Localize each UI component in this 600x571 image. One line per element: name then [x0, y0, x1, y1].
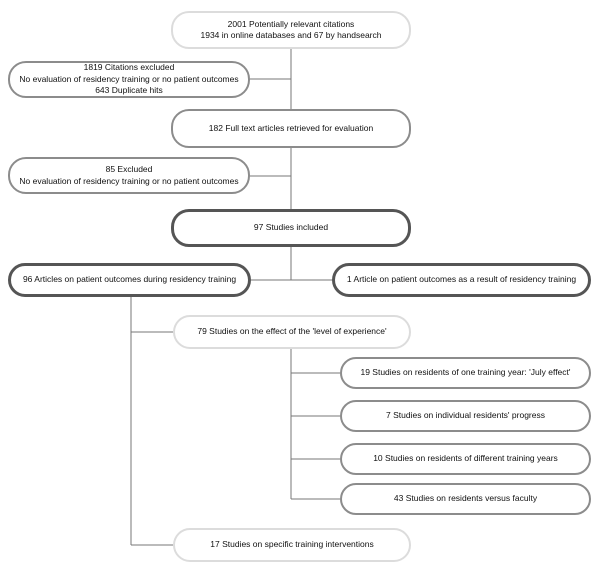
node-july-effect: 19 Studies on residents of one training …	[340, 357, 591, 389]
node-line: 43 Studies on residents versus faculty	[393, 493, 538, 504]
node-potentially-relevant: 2001 Potentially relevant citations 1934…	[171, 11, 411, 49]
node-line: 17 Studies on specific training interven…	[210, 539, 374, 550]
node-line: 96 Articles on patient outcomes during r…	[22, 274, 237, 285]
node-line: No evaluation of residency training or n…	[19, 73, 239, 84]
node-line: 1819 Citations excluded	[83, 62, 175, 73]
node-line: 1 Article on patient outcomes as a resul…	[346, 274, 577, 285]
node-line: No evaluation of residency training or n…	[19, 175, 239, 186]
node-line: 79 Studies on the effect of the 'level o…	[197, 326, 387, 337]
node-level-of-experience: 79 Studies on the effect of the 'level o…	[173, 315, 411, 349]
node-line: 2001 Potentially relevant citations	[227, 18, 355, 29]
node-line: 182 Full text articles retrieved for eva…	[208, 122, 374, 133]
node-citations-excluded: 1819 Citations excluded No evaluation of…	[8, 61, 250, 98]
node-full-text-retrieved: 182 Full text articles retrieved for eva…	[171, 109, 411, 148]
node-line: 19 Studies on residents of one training …	[360, 367, 571, 378]
node-line: 7 Studies on individual residents' progr…	[386, 410, 545, 421]
node-line: 1934 in online databases and 67 by hands…	[200, 30, 382, 40]
node-individual-progress: 7 Studies on individual residents' progr…	[340, 400, 591, 432]
node-line: 10 Studies on residents of different tra…	[373, 453, 558, 464]
node-line: 97 Studies included	[253, 222, 329, 233]
node-excluded: 85 Excluded No evaluation of residency t…	[8, 157, 250, 194]
node-residents-vs-faculty: 43 Studies on residents versus faculty	[340, 483, 591, 515]
node-during-training: 96 Articles on patient outcomes during r…	[8, 263, 251, 297]
node-line: 643 Duplicate hits	[95, 85, 163, 96]
node-line: 85 Excluded	[105, 164, 153, 175]
node-studies-included: 97 Studies included	[171, 209, 411, 247]
node-training-interventions: 17 Studies on specific training interven…	[173, 528, 411, 562]
node-result-of-training: 1 Article on patient outcomes as a resul…	[332, 263, 591, 297]
node-different-years: 10 Studies on residents of different tra…	[340, 443, 591, 475]
